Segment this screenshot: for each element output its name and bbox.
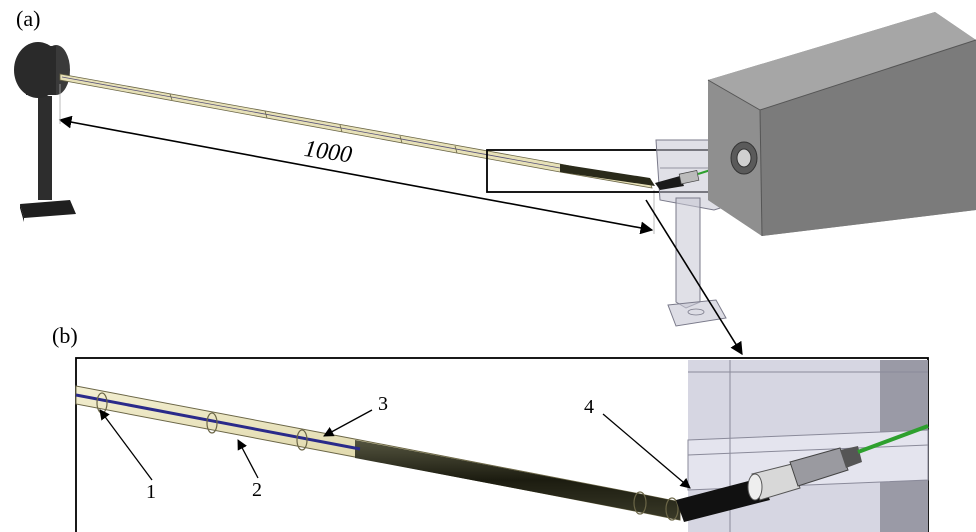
gray-box: [707, 12, 976, 237]
green-fiber: [857, 424, 929, 454]
panel-a-label: (a): [16, 6, 41, 31]
inner-fiber-line: [75, 393, 361, 451]
callout-3: 3: [378, 393, 388, 415]
left-stand: [14, 42, 76, 222]
callout-1: 1: [146, 481, 156, 503]
panel-b-label: (b): [52, 323, 78, 348]
zoom-tube: [75, 385, 681, 521]
zoom-connector: [676, 424, 929, 522]
callout-2: 2: [252, 479, 262, 501]
zoom-leader-arrow: [645, 199, 743, 356]
dimension-arrow: [58, 115, 654, 235]
callout-4: 4: [584, 396, 594, 418]
small-connector: [655, 159, 743, 190]
long-tube: [59, 73, 655, 189]
